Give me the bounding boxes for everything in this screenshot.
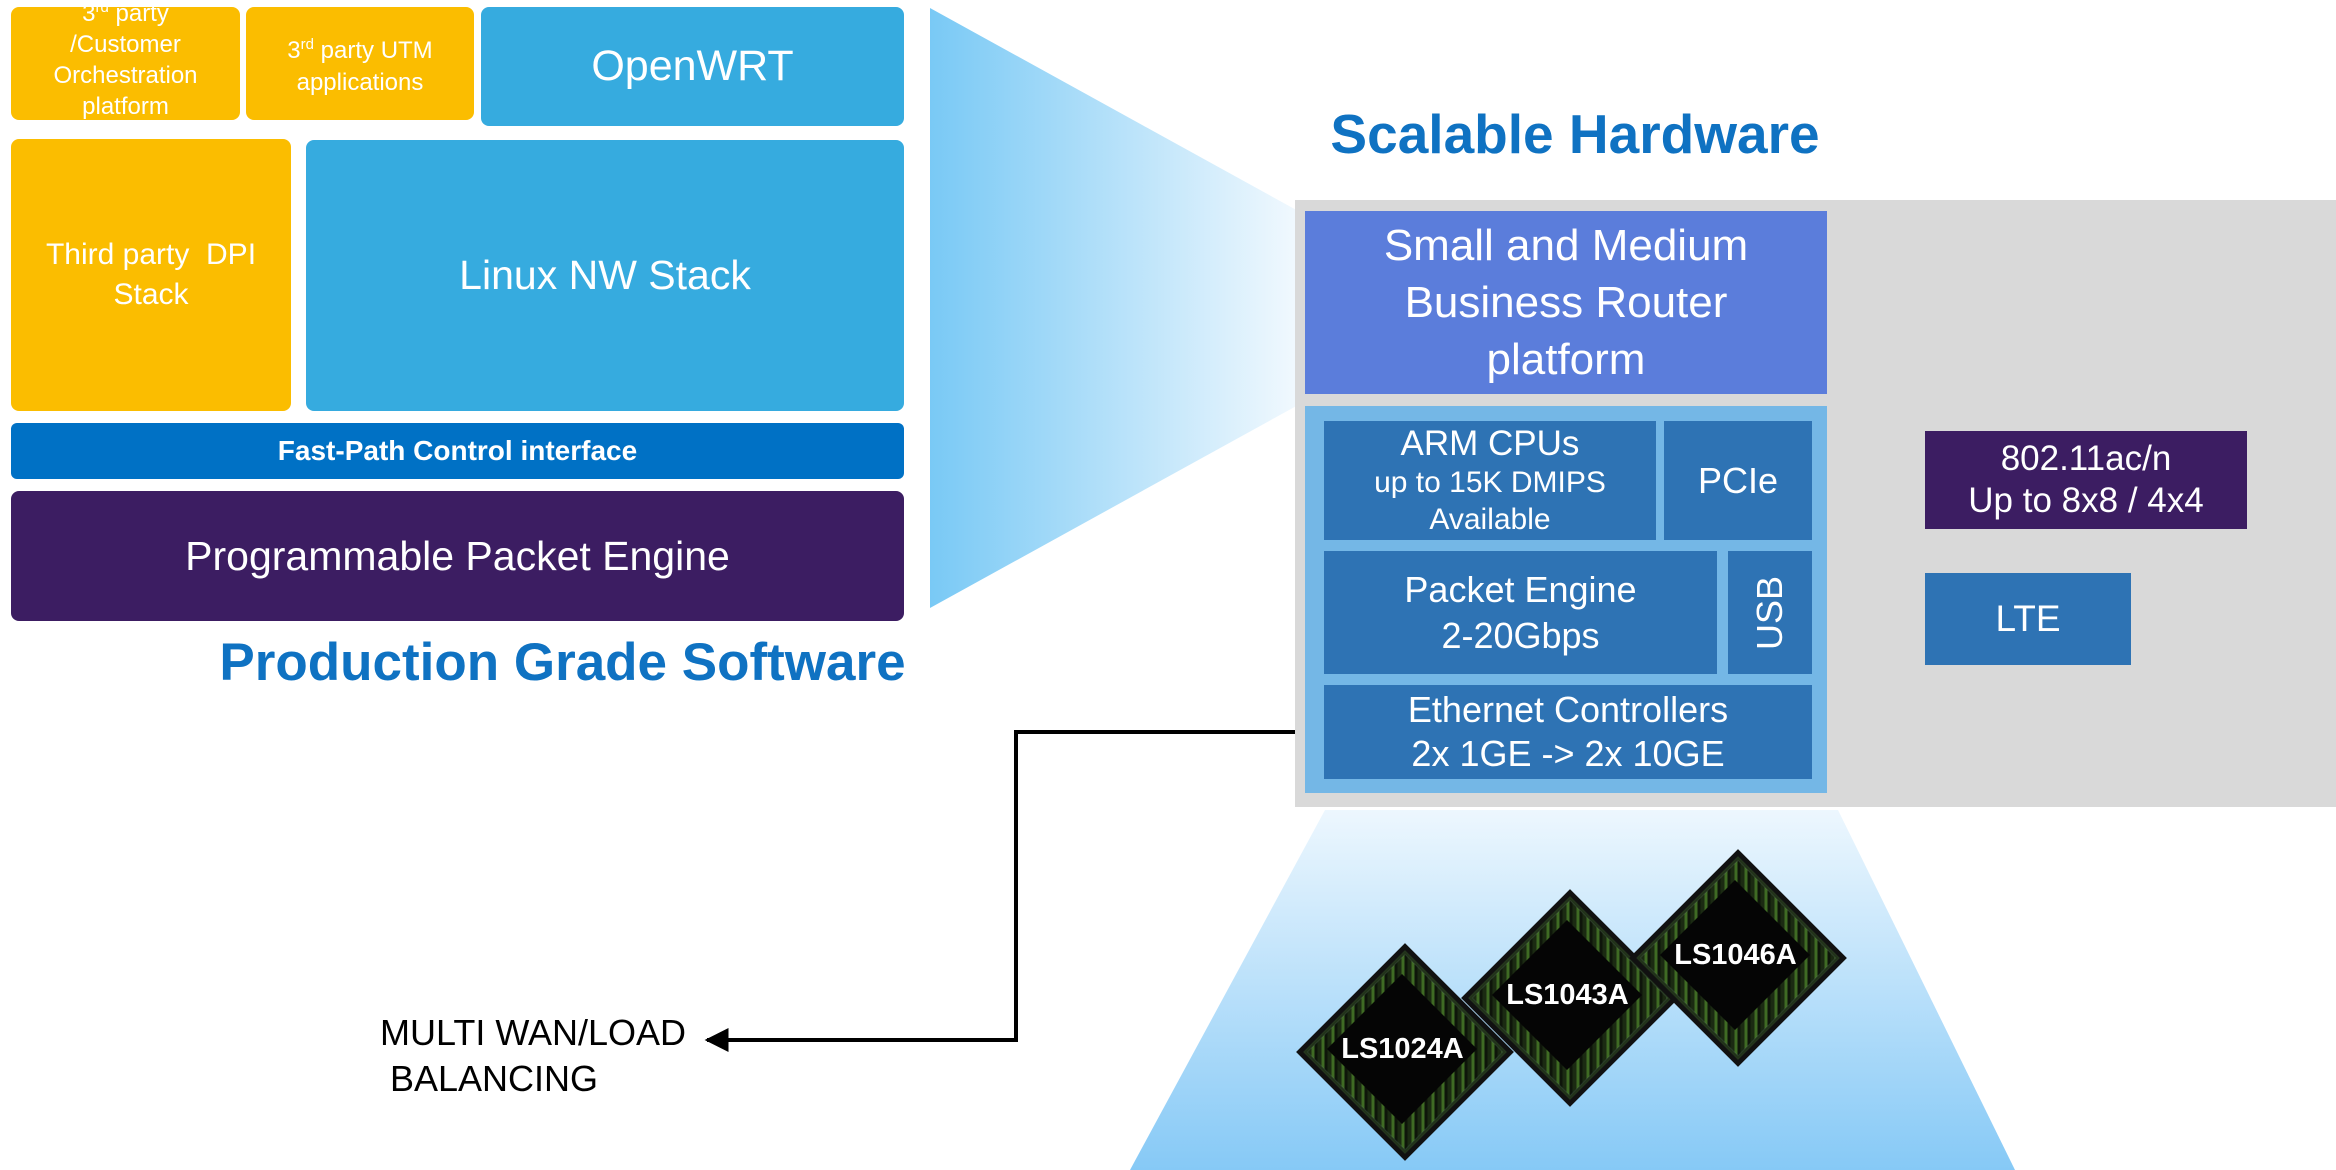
platform-line2: Business Router xyxy=(1404,278,1728,327)
orchestration-platform-box: 3rd party /Customer Orchestration platfo… xyxy=(11,7,240,120)
utm-line2: applications xyxy=(296,68,424,96)
arm-line2: up to 15K DMIPS xyxy=(1374,465,1606,499)
fast-path-label: Fast-Path Control interface xyxy=(277,435,638,466)
dpi-line2: Stack xyxy=(113,278,189,311)
programmable-packet-engine-label: Programmable Packet Engine xyxy=(185,532,730,579)
chip-ls1024a-label: LS1024A xyxy=(1341,1033,1464,1065)
dpi-line1: Third party DPI xyxy=(45,238,257,271)
chip-ls1024a: LS1024A xyxy=(1303,950,1507,1154)
chip-ls1043a-label: LS1043A xyxy=(1506,979,1629,1011)
arm-line1: ARM CPUs xyxy=(1400,423,1580,463)
scalable-hardware-title: Scalable Hardware xyxy=(1260,102,1890,166)
platform-line1: Small and Medium xyxy=(1383,221,1749,270)
utm-applications-box: 3rd party UTM applications xyxy=(246,7,474,120)
orchestration-line2: /Customer xyxy=(70,31,181,58)
wifi-line1: 802.11ac/n xyxy=(2000,439,2172,478)
ethernet-line2: 2x 1GE -> 2x 10GE xyxy=(1411,733,1725,774)
orchestration-sup: rd xyxy=(95,7,109,16)
chip-ls1046a-label: LS1046A xyxy=(1674,939,1797,971)
wan-connector-arrow xyxy=(704,720,1327,1052)
usb-label: USB xyxy=(1749,575,1790,650)
arm-cpus-box: ARM CPUs up to 15K DMIPS Available xyxy=(1324,421,1656,540)
pcie-box: PCIe xyxy=(1664,421,1812,540)
orchestration-line1-rest: party xyxy=(108,7,169,27)
pcie-label: PCIe xyxy=(1697,459,1779,501)
packet-engine-line2: 2-20Gbps xyxy=(1441,614,1600,656)
wifi-line2: Up to 8x8 / 4x4 xyxy=(1968,481,2204,520)
orchestration-line1: 3 xyxy=(82,7,96,27)
production-grade-software-caption: Production Grade Software xyxy=(0,632,1125,693)
chip-ls1046a: LS1046A xyxy=(1636,856,1840,1060)
ethernet-line1: Ethernet Controllers xyxy=(1407,689,1729,730)
wan-line2: BALANCING xyxy=(380,1058,599,1099)
orchestration-line4: platform xyxy=(82,93,169,120)
dpi-stack-box: Third party DPI Stack xyxy=(11,139,291,411)
chip-ls1043a: LS1043A xyxy=(1468,896,1672,1100)
projection-cone xyxy=(930,8,1300,608)
multi-wan-label: MULTI WAN/LOAD BALANCING xyxy=(380,1010,710,1102)
linux-nw-stack-label: Linux NW Stack xyxy=(459,252,751,298)
utm-line1-rest: party UTM xyxy=(314,36,433,64)
usb-box: USB xyxy=(1728,551,1812,674)
platform-box: Small and Medium Business Router platfor… xyxy=(1305,211,1827,394)
lte-label: LTE xyxy=(1995,598,2061,639)
lte-box: LTE xyxy=(1925,573,2131,665)
packet-engine-line1: Packet Engine xyxy=(1404,568,1637,610)
wan-line1: MULTI WAN/LOAD xyxy=(380,1012,687,1053)
utm-line1: 3 xyxy=(287,36,301,64)
linux-nw-stack-box: Linux NW Stack xyxy=(306,140,904,411)
programmable-packet-engine-box: Programmable Packet Engine xyxy=(11,491,904,621)
openwrt-box: OpenWRT xyxy=(481,7,904,126)
packet-engine-box: Packet Engine 2-20Gbps xyxy=(1324,551,1717,674)
orchestration-line3: Orchestration xyxy=(53,62,198,89)
arm-line3: Available xyxy=(1429,502,1551,536)
ethernet-controllers-box: Ethernet Controllers 2x 1GE -> 2x 10GE xyxy=(1324,685,1812,779)
utm-sup: rd xyxy=(300,35,314,53)
fast-path-control-interface-box: Fast-Path Control interface xyxy=(11,423,904,479)
wifi-box: 802.11ac/n Up to 8x8 / 4x4 xyxy=(1925,431,2247,529)
scalable-hardware-text: Scalable Hardware xyxy=(1330,103,1820,165)
platform-line3: platform xyxy=(1486,335,1646,384)
openwrt-label: OpenWRT xyxy=(591,42,794,90)
production-grade-software-text: Production Grade Software xyxy=(219,633,906,692)
